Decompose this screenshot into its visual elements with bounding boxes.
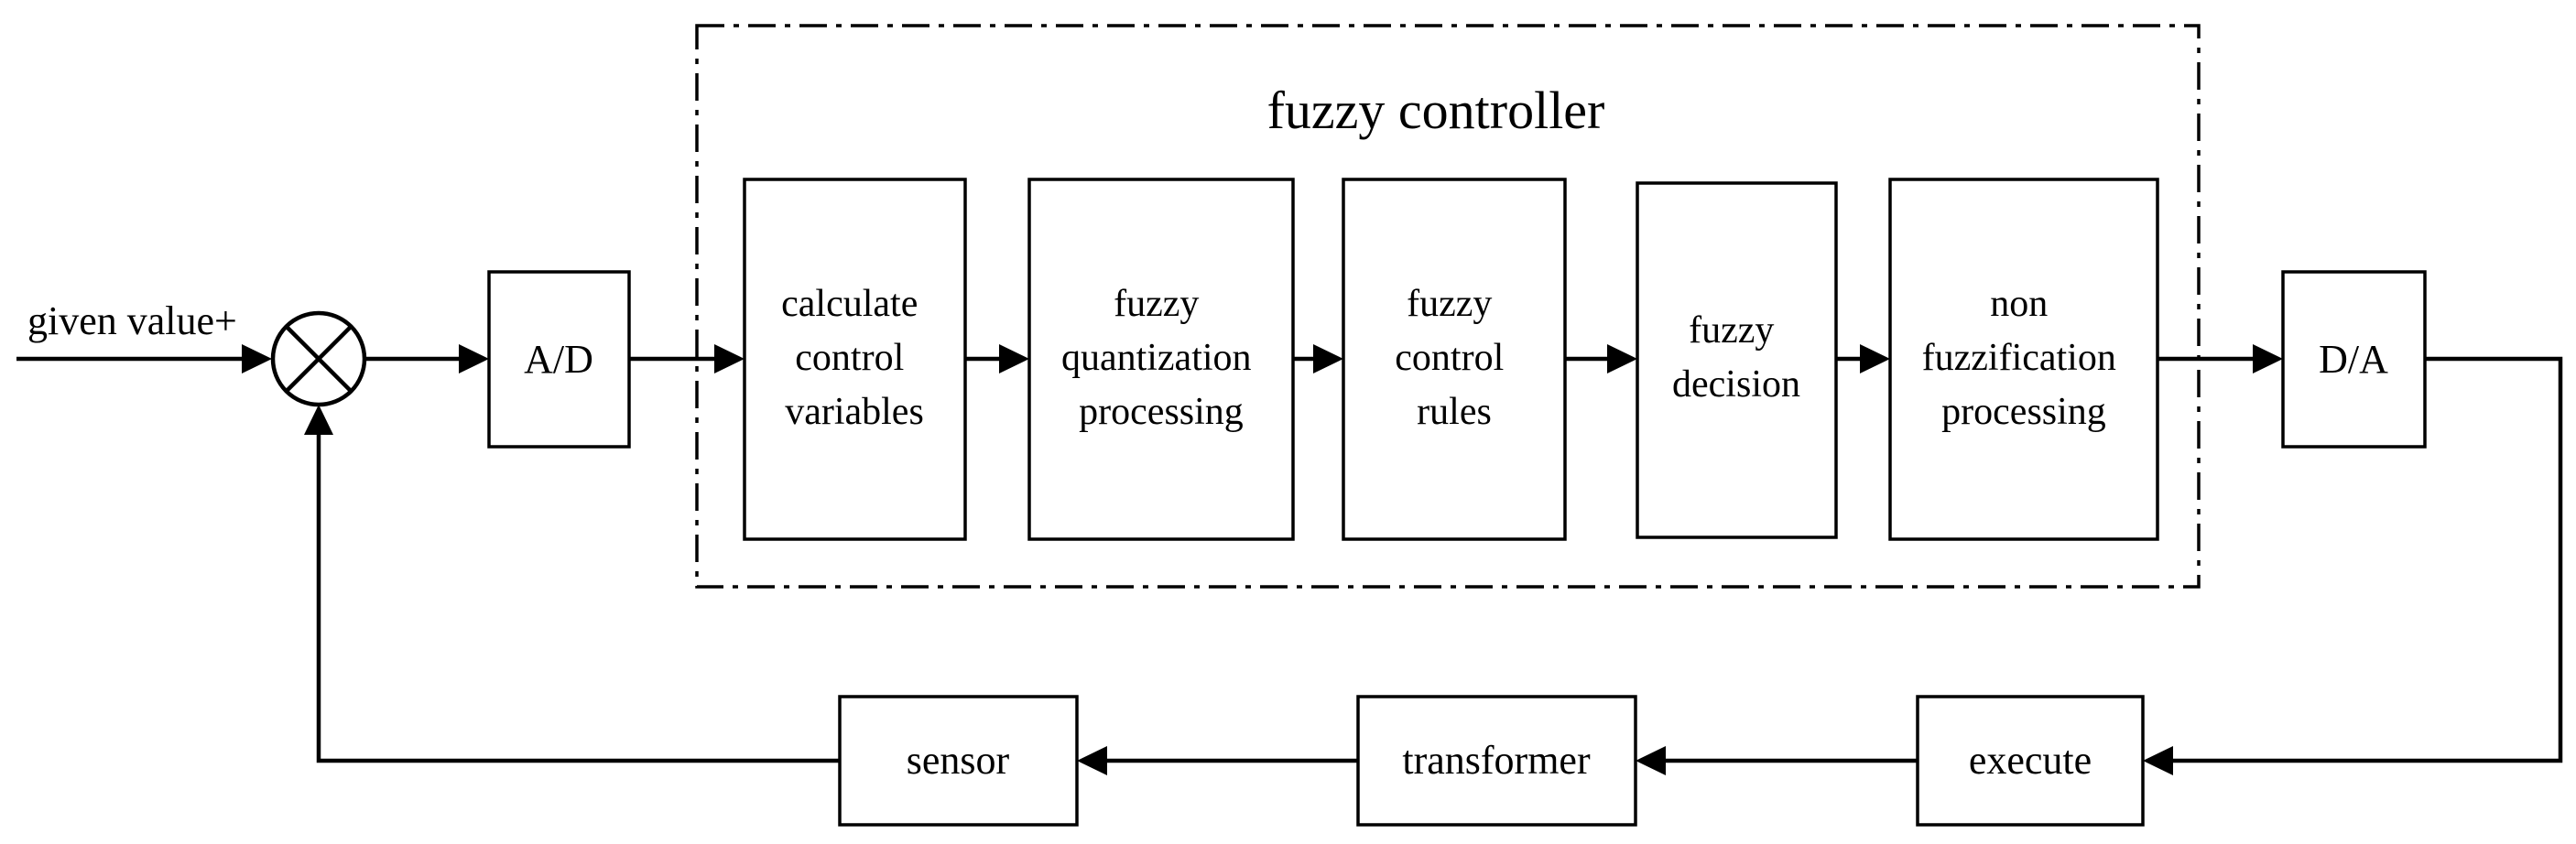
summing-junction <box>270 310 367 407</box>
fuzzy-control-rules-label: fuzzy control rules <box>1395 283 1513 433</box>
sensor-label: sensor <box>907 738 1010 783</box>
arrowhead-to-quant <box>999 344 1029 373</box>
calculate-control-variables-label: calculate control variables <box>781 283 928 433</box>
arrowhead-to-transformer <box>1636 746 1666 775</box>
arrowhead-to-defuzz <box>1860 344 1890 373</box>
arrowhead-to-ad <box>459 344 489 373</box>
execute-block <box>1916 695 2145 827</box>
arrowhead-to-da <box>2253 344 2283 373</box>
da-converter-label: D/A <box>2319 337 2388 382</box>
fuzzy-quantization-processing-label: fuzzy quantization processing <box>1061 283 1261 433</box>
feedback-line <box>316 433 840 763</box>
transformer-label: transformer <box>1402 738 1591 783</box>
input-label: given value+ <box>27 298 237 343</box>
arrowhead-to-sensor <box>1077 746 1107 775</box>
feedback-arrowhead <box>304 405 333 435</box>
fuzzy-decision-label: fuzzy decision <box>1672 309 1800 406</box>
fuzzy-decision-block <box>1636 181 1838 539</box>
arrowhead-to-calc <box>714 344 745 373</box>
arrowhead-to-execute <box>2143 746 2173 775</box>
input-arrowhead <box>242 344 272 373</box>
non-fuzzification-processing-block <box>1888 178 2159 541</box>
fuzzy-controller-group-frame <box>695 24 2201 589</box>
execute-label: execute <box>1969 738 2092 783</box>
non-fuzzification-processing-label: non fuzzification processing <box>1922 283 2126 433</box>
sensor-block <box>838 695 1079 827</box>
fuzzy-quantization-processing-block <box>1027 178 1295 541</box>
transformer-block <box>1356 695 1637 827</box>
arrowhead-to-decision <box>1607 344 1637 373</box>
calculate-control-variables-block <box>743 178 967 541</box>
ad-converter-block <box>487 270 631 449</box>
ad-converter-label: A/D <box>524 337 593 382</box>
line-da-to-execute <box>2171 356 2563 763</box>
fuzzy-controller-title: fuzzy controller <box>1267 81 1605 140</box>
da-converter-block <box>2281 270 2427 449</box>
arrowhead-to-rules <box>1313 344 1343 373</box>
fuzzy-control-rules-block <box>1342 178 1567 541</box>
